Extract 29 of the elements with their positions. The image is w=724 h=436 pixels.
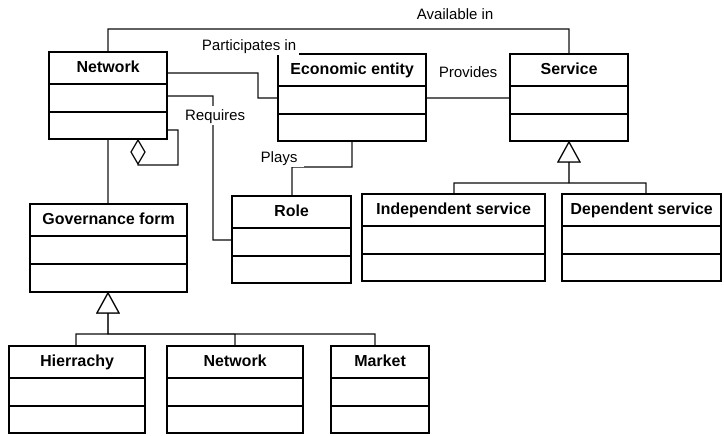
generalization-arrow: [96, 292, 376, 345]
class-name: Independent service: [376, 202, 531, 218]
class-name: Governance form: [42, 212, 175, 228]
generalization-arrow: [557, 141, 647, 193]
class-name: Network: [203, 354, 267, 370]
association-line: [291, 142, 353, 195]
class-box: [8, 345, 146, 434]
class-name: Hierrachy: [40, 354, 114, 370]
association-line: [107, 28, 570, 53]
association-line: [107, 140, 109, 203]
association-line: [427, 97, 509, 99]
class-box: [231, 195, 352, 284]
association-line: [168, 95, 231, 241]
association-line: [168, 72, 277, 99]
class-box: [29, 203, 188, 293]
class-name: Economic entity: [290, 62, 414, 78]
class-name: Network: [76, 60, 140, 76]
class-box: [509, 53, 629, 142]
class-box: [166, 345, 304, 434]
class-box: [48, 51, 168, 140]
aggregation-line: [130, 129, 179, 166]
class-box: [330, 345, 430, 434]
class-name: Service: [540, 62, 598, 78]
class-box: [561, 193, 722, 282]
class-name: Dependent service: [570, 202, 713, 218]
class-box: [277, 53, 427, 142]
class-name: Role: [274, 204, 309, 220]
class-box: [361, 193, 546, 282]
class-name: Market: [354, 354, 406, 370]
